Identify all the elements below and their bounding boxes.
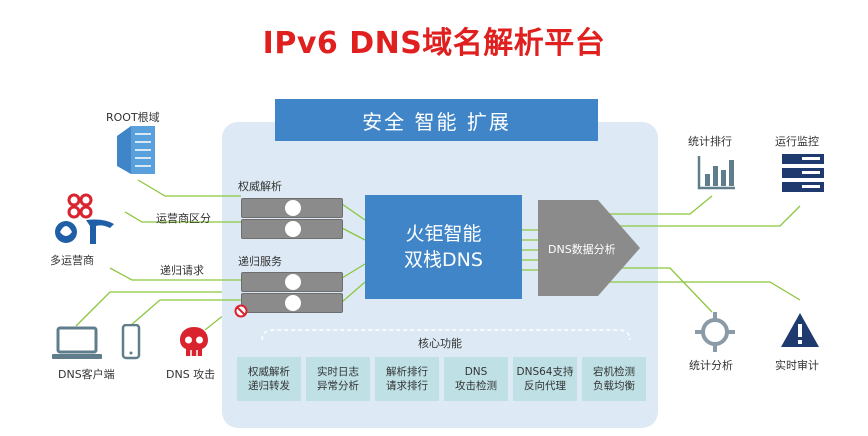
carrier-logos-icon — [55, 193, 114, 244]
feature-4: DNS 攻击检测 — [444, 357, 508, 401]
stat-analysis-label: 统计分析 — [689, 359, 733, 372]
multi-carrier-label: 多运营商 — [50, 254, 94, 267]
banner: 安全 智能 扩展 — [275, 99, 598, 141]
feature-6-line-2: 负载均衡 — [593, 380, 635, 392]
feature-4-line-2: 攻击检测 — [455, 380, 497, 392]
skull-icon — [180, 327, 208, 356]
feature-4-line-1: DNS — [464, 366, 488, 378]
authoritative-server-1 — [241, 198, 343, 218]
feature-6-line-1: 宕机检测 — [593, 366, 635, 378]
page-title: IPv6 DNS域名解析平台 — [262, 26, 606, 61]
block-icon — [234, 304, 248, 318]
recursive-label: 递归服务 — [238, 255, 282, 268]
dns-client-label: DNS客户端 — [58, 368, 115, 381]
core-line-2: 双栈DNS — [404, 249, 483, 271]
server-rack-icon — [782, 154, 824, 192]
phone-icon — [121, 324, 141, 360]
dns-analyzer-label: DNS数据分析 — [548, 243, 616, 256]
warning-icon — [781, 313, 819, 347]
core-line-1: 火钜智能 — [405, 223, 482, 245]
bar-chart-icon — [697, 156, 735, 190]
recursive-server-1 — [241, 272, 343, 292]
feature-3-line-1: 解析排行 — [386, 366, 428, 378]
dns-analyzer-shape — [538, 200, 640, 296]
authoritative-server-2 — [241, 219, 343, 239]
stat-rank-label: 统计排行 — [688, 135, 732, 148]
run-monitor-label: 运行监控 — [775, 135, 819, 148]
root-label: ROOT根域 — [106, 111, 160, 124]
root-server-icon — [117, 126, 155, 174]
feature-2-line-1: 实时日志 — [317, 366, 359, 378]
laptop-icon — [52, 326, 102, 359]
feature-1-line-2: 递归转发 — [248, 380, 290, 392]
feature-6: 宕机检测 负载均衡 — [582, 357, 646, 401]
feature-2-line-2: 异常分析 — [317, 380, 359, 392]
core-functions-label: 核心功能 — [418, 337, 462, 350]
feature-5-line-1: DNS64支持 — [516, 366, 574, 378]
authoritative-label: 权威解析 — [238, 180, 282, 193]
carrier-region-label: 运营商区分 — [156, 212, 211, 225]
feature-5: DNS64支持 反向代理 — [513, 357, 577, 401]
feature-3: 解析排行 请求排行 — [375, 357, 439, 401]
feature-5-line-2: 反向代理 — [524, 380, 566, 392]
recursive-request-label: 递归请求 — [160, 264, 204, 277]
target-icon — [695, 312, 735, 352]
recursive-server-2 — [241, 293, 343, 313]
core-dns-box: 火钜智能 双栈DNS — [365, 195, 522, 299]
feature-3-line-2: 请求排行 — [386, 380, 428, 392]
feature-2: 实时日志 异常分析 — [306, 357, 370, 401]
dns-attack-label: DNS 攻击 — [166, 368, 216, 381]
realtime-audit-label: 实时审计 — [775, 359, 819, 372]
feature-1-line-1: 权威解析 — [248, 366, 290, 378]
feature-1: 权威解析 递归转发 — [237, 357, 301, 401]
